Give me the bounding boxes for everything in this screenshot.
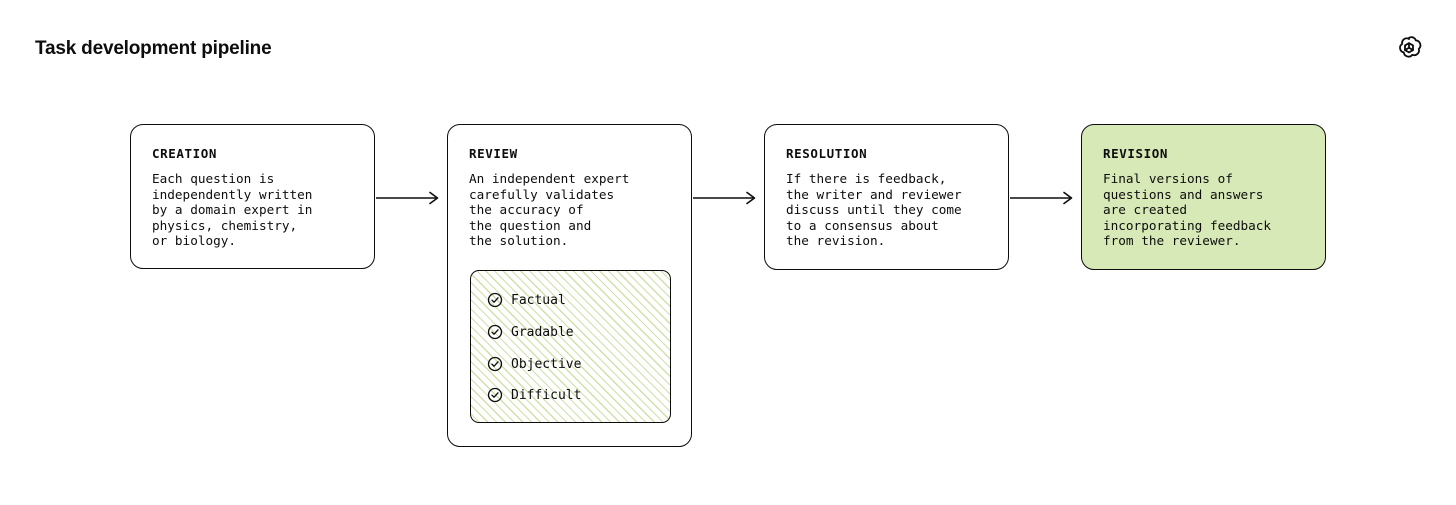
stage-card-review: REVIEW An independent expert carefully v…	[447, 124, 692, 447]
stage-card-revision: REVISION Final versions of questions and…	[1081, 124, 1326, 270]
stage-label-creation: CREATION	[152, 146, 218, 161]
checklist-item: Factual	[487, 291, 566, 309]
stage-body-creation: Each question is independently written b…	[152, 171, 313, 249]
check-circle-icon	[487, 292, 503, 308]
review-criteria-checklist: Factual Gradable Objec	[470, 270, 671, 423]
checklist-item: Difficult	[487, 386, 581, 404]
checklist-item: Gradable	[487, 323, 574, 341]
stage-label-revision: REVISION	[1103, 146, 1169, 161]
checklist-item: Objective	[487, 355, 581, 373]
checklist-item-label: Factual	[511, 292, 566, 308]
page-title: Task development pipeline	[35, 38, 272, 59]
check-circle-icon	[487, 356, 503, 372]
stage-card-creation: CREATION Each question is independently …	[130, 124, 375, 269]
stage-body-review: An independent expert carefully validate…	[469, 171, 630, 249]
checklist-item-label: Difficult	[511, 387, 582, 403]
arrow-right-icon	[376, 188, 446, 208]
check-circle-icon	[487, 324, 503, 340]
stage-body-resolution: If there is feedback, the writer and rev…	[786, 171, 962, 249]
stage-label-review: REVIEW	[469, 146, 518, 161]
arrow-right-icon	[693, 188, 763, 208]
checklist-item-label: Gradable	[511, 324, 574, 340]
stage-card-resolution: RESOLUTION If there is feedback, the wri…	[764, 124, 1009, 270]
checklist-item-label: Objective	[511, 356, 582, 372]
openai-logo-icon	[1394, 34, 1424, 64]
arrow-right-icon	[1010, 188, 1080, 208]
stage-body-revision: Final versions of questions and answers …	[1103, 171, 1272, 249]
check-circle-icon	[487, 387, 503, 403]
stage-label-resolution: RESOLUTION	[786, 146, 868, 161]
